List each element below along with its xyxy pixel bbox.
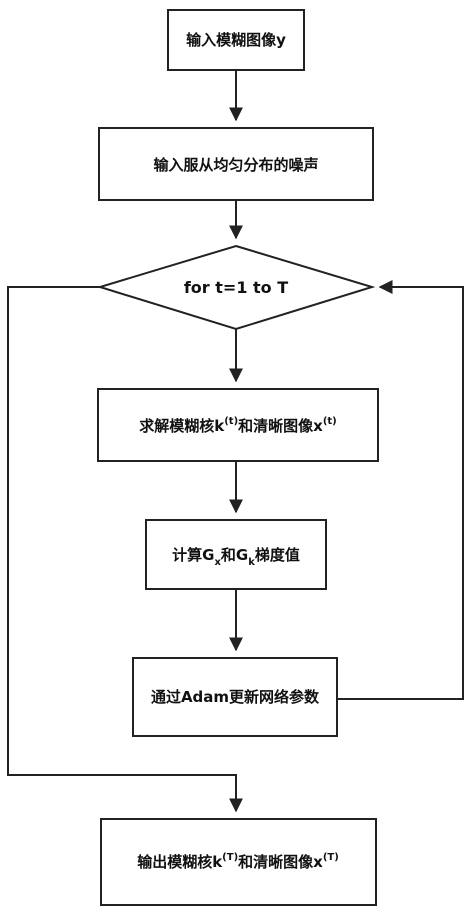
- node-solve-label: 求解模糊核k(t)和清晰图像x(t): [139, 416, 337, 435]
- node-solve-middle: 和清晰图像x: [238, 417, 323, 435]
- node-input-blur-label: 输入模糊图像y: [186, 31, 286, 49]
- node-output-superscript-x: (T): [323, 852, 339, 863]
- node-compute-subscript-k: k: [248, 557, 255, 568]
- arrow-loop-back: [337, 280, 464, 700]
- node-compute-suffix: 梯度值: [255, 546, 300, 564]
- node-input-noise-label: 输入服从均匀分布的噪声: [153, 156, 318, 174]
- node-compute-subscript-x: x: [214, 557, 221, 568]
- node-output-superscript-k: (T): [222, 852, 238, 863]
- node-output: 输出模糊核k(T)和清晰图像x(T): [100, 818, 377, 906]
- node-update: 通过Adam更新网络参数: [132, 657, 338, 737]
- node-compute-label: 计算Gx和Gk梯度值: [172, 546, 300, 568]
- node-update-label: 通过Adam更新网络参数: [151, 688, 320, 706]
- node-compute: 计算Gx和Gk梯度值: [145, 519, 327, 590]
- node-solve-superscript-k: (t): [224, 416, 238, 427]
- node-input-noise: 输入服从均匀分布的噪声: [98, 127, 374, 201]
- node-compute-prefix: 计算G: [172, 546, 214, 564]
- node-loop-decision: for t=1 to T: [96, 244, 376, 331]
- node-output-label: 输出模糊核k(T)和清晰图像x(T): [137, 852, 339, 871]
- arrow-loop-exit: [7, 286, 243, 813]
- node-loop-label: for t=1 to T: [184, 278, 288, 297]
- node-compute-middle: 和G: [221, 546, 248, 564]
- node-solve: 求解模糊核k(t)和清晰图像x(t): [97, 388, 379, 462]
- node-output-prefix: 输出模糊核k: [137, 853, 223, 871]
- node-input-blur: 输入模糊图像y: [167, 9, 305, 71]
- node-solve-superscript-x: (t): [323, 416, 337, 427]
- node-solve-prefix: 求解模糊核k: [139, 417, 225, 435]
- node-output-middle: 和清晰图像x: [238, 853, 323, 871]
